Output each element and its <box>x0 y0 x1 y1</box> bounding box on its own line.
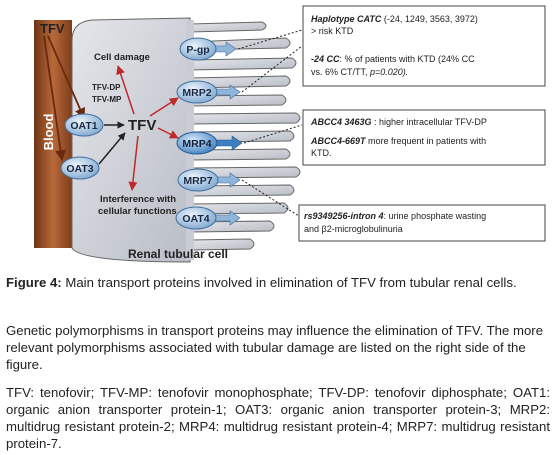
svg-text:-24 CC: % of patients with KTD: -24 CC: % of patients with KTD (24% CC <box>311 54 475 64</box>
tfv-to-interference-arrow <box>128 135 139 191</box>
mrp2-connector <box>241 45 303 93</box>
svg-text:rs9349256-intron 4: urine phos: rs9349256-intron 4: urine phosphate wast… <box>304 211 486 221</box>
caption-paragraph: Genetic polymorphisms in transport prote… <box>6 323 544 372</box>
tfv-to-damage-arrow <box>116 65 135 115</box>
tfv-to-mrp2-arrow <box>149 97 179 117</box>
caption-abbreviations: TFV: tenofovir; TFV-MP: tenofovir monoph… <box>6 385 550 451</box>
oat1-label: OAT1 <box>70 120 97 132</box>
pgp-transporter: P-gp <box>179 37 237 61</box>
tfv-center-label: TFV <box>128 117 156 134</box>
mrp4-info-box: ABCC4 3463G : higher intracellular TFV-D… <box>302 109 546 166</box>
svg-text:vs. 6% CT/TT, p=0.020).: vs. 6% CT/TT, p=0.020). <box>311 67 408 77</box>
interference-label-1: Interference with <box>100 194 176 205</box>
oat1-transporter <box>64 113 104 137</box>
tfv-to-mrp4-arrow <box>157 127 179 139</box>
blood-label: Blood <box>41 114 56 151</box>
pgp-label: P-gp <box>186 44 209 56</box>
oat3-to-tfv-arrow <box>98 132 126 165</box>
pgp-box-line3-italic: -24 CC <box>311 54 340 64</box>
blood-vessel <box>34 20 72 248</box>
mrp4-box-line1-rest: : higher intracellular TFV-DP <box>372 117 487 127</box>
mrp7-label: MRP7 <box>183 175 212 187</box>
pgp-box-line1-rest: (-24, 1249, 3563, 3972) <box>381 14 478 24</box>
tfv-outside-label: TFV <box>40 21 65 36</box>
tfv-dp-label: TFV-DP <box>92 83 121 92</box>
mrp7-box-line2: and β2-microglobulinuria <box>304 224 403 234</box>
oat3-transporter <box>60 156 100 180</box>
oat4-label: OAT4 <box>182 213 209 225</box>
tfv-mp-label: TFV-MP <box>92 95 122 104</box>
figure-label: Figure 4: <box>6 275 62 290</box>
pgp-box-line2: > risk KTD <box>311 26 354 36</box>
figure-caption: Figure 4: Main transport proteins involv… <box>6 274 550 291</box>
mrp7-box-line1-rest: : urine phosphate wasting <box>384 211 487 221</box>
interference-label-2: cellular functions <box>98 206 177 217</box>
pgp-box-line4: vs. 6% CT/TT, <box>311 67 370 77</box>
cell-damage-label: Cell damage <box>94 52 150 63</box>
svg-text:ABCC4 3463G : higher intracell: ABCC4 3463G : higher intracellular TFV-D… <box>310 117 487 127</box>
transport-diagram: Blood Renal tubular cell TFV OAT1 OAT3 T… <box>34 5 546 263</box>
tfv-to-oat3-arrow <box>43 35 66 162</box>
mrp7-transporter: MRP7 <box>177 168 241 192</box>
pgp-box-line1-italic: Haplotype CATC <box>311 14 382 24</box>
pgp-connector <box>237 29 303 50</box>
oat3-label: OAT3 <box>66 163 93 175</box>
mrp4-transporter: MRP4 <box>176 131 243 155</box>
mrp4-box-line2-italic: ABCC4-669T <box>310 136 367 146</box>
figure-caption-text: Main transport proteins involved in elim… <box>61 275 517 290</box>
svg-text:ABCC4-669T more frequent in pa: ABCC4-669T more frequent in patients wit… <box>310 136 486 146</box>
oat4-transporter: OAT4 <box>175 206 241 230</box>
pgp-box-line3-rest: : % of patients with KTD (24% CC <box>340 54 476 64</box>
cell-label: Renal tubular cell <box>128 247 228 261</box>
pgp-box-line4-italic: p=0.020). <box>369 67 408 77</box>
mrp4-box-line3: KTD. <box>311 148 332 158</box>
mrp2-transporter: MRP2 <box>176 80 241 104</box>
mrp7-box-line1-italic: rs9349256-intron 4 <box>304 211 384 221</box>
mrp4-box-line2-rest: more frequent in patients with <box>366 136 487 146</box>
pgp-info-box: Haplotype CATC (-24, 1249, 3563, 3972) >… <box>302 5 546 87</box>
mrp4-box-line1-italic: ABCC4 3463G <box>310 117 372 127</box>
mrp7-info-box: rs9349256-intron 4: urine phosphate wast… <box>298 204 546 242</box>
tfv-to-oat1-arrow <box>47 35 86 119</box>
mrp4-label: MRP4 <box>182 138 211 150</box>
cell-body <box>71 17 191 263</box>
mrp2-label: MRP2 <box>182 87 211 99</box>
svg-text:Haplotype CATC (-24, 1249, 356: Haplotype CATC (-24, 1249, 3563, 3972) <box>311 14 478 24</box>
